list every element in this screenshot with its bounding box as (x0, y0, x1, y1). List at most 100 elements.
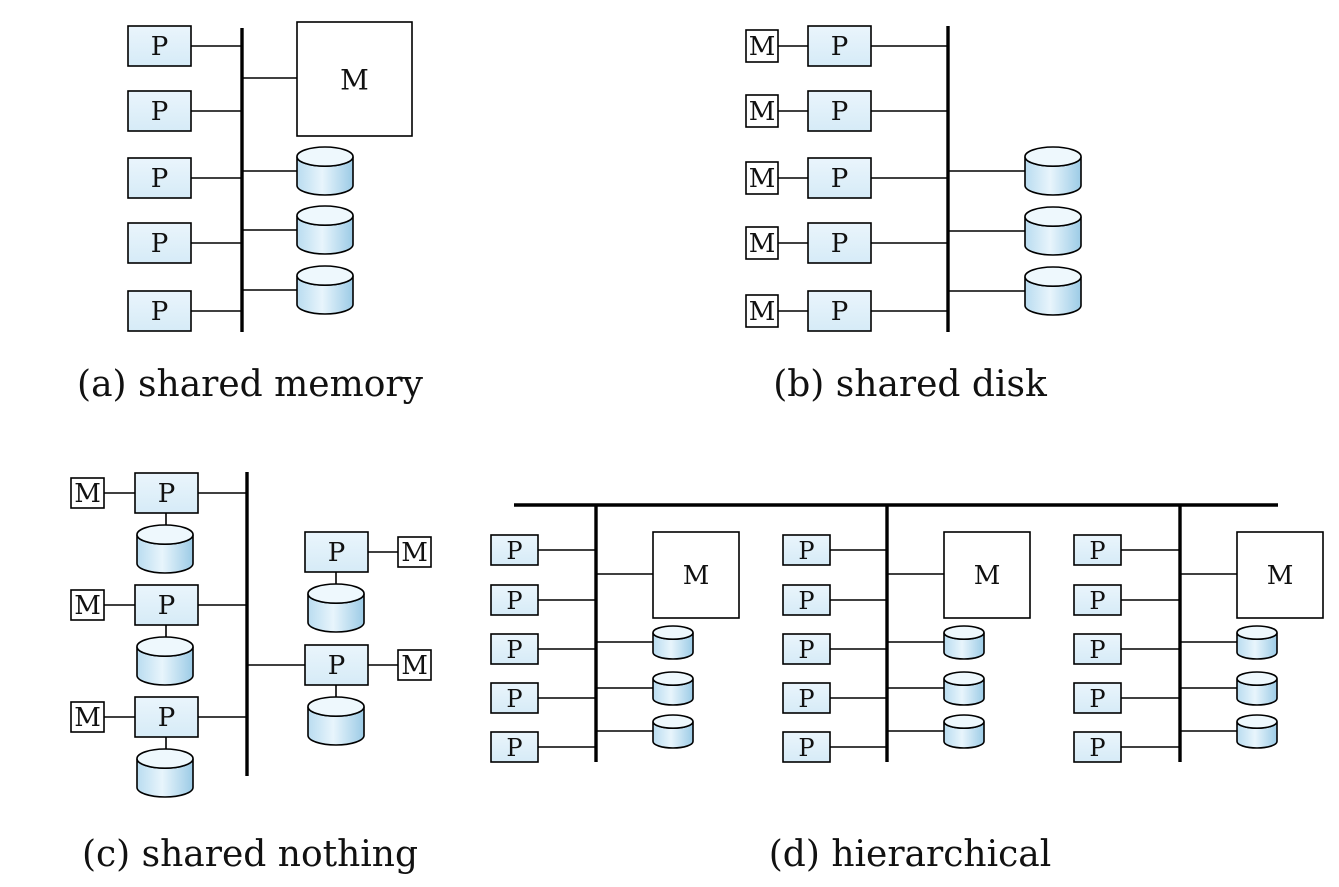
processor-label: P (151, 32, 169, 62)
memory-box (745, 29, 779, 63)
processor-box (1073, 633, 1122, 665)
processor-label: P (151, 229, 169, 259)
processor-box (807, 90, 872, 132)
disk-top (296, 205, 354, 227)
processor-label: P (1089, 636, 1105, 664)
processor-label: P (831, 164, 849, 194)
memory-node: M (1236, 531, 1324, 619)
disk-top (136, 636, 194, 658)
processor-box (782, 682, 831, 714)
disk-icon (136, 636, 194, 686)
processor-node: P (782, 584, 831, 616)
memory-box (397, 536, 432, 568)
processor-node: P (134, 584, 199, 626)
disk-top (1236, 671, 1278, 686)
processor-box (490, 731, 539, 763)
processor-node: P (490, 731, 539, 763)
memory-node: M (397, 649, 432, 681)
processor-label: P (1089, 587, 1105, 615)
processor-node: P (127, 157, 192, 199)
memory-node: M (296, 21, 413, 137)
disk-icon (136, 524, 194, 574)
disk-top (1236, 625, 1278, 640)
processor-box (782, 534, 831, 566)
disk-top (943, 671, 985, 686)
processor-node: P (807, 25, 872, 67)
caption-shared-nothing: (c) shared nothing (82, 834, 418, 875)
processor-node: P (782, 682, 831, 714)
disk-icon (296, 146, 354, 196)
memory-node: M (745, 294, 779, 328)
processor-box (490, 584, 539, 616)
memory-node: M (397, 536, 432, 568)
memory-box (745, 226, 779, 260)
processor-node: P (782, 534, 831, 566)
caption-shared-memory: (a) shared memory (77, 364, 424, 405)
processor-node: P (490, 633, 539, 665)
processor-node: P (127, 90, 192, 132)
disk-icon (296, 205, 354, 255)
disk-top (652, 714, 694, 729)
processor-node: P (304, 644, 369, 686)
disk-icon (943, 714, 985, 749)
disk-icon (1236, 625, 1278, 660)
processor-node: P (304, 531, 369, 573)
disk-icon (943, 625, 985, 660)
memory-label: M (340, 64, 369, 97)
processor-box (1073, 731, 1122, 763)
processor-node: P (134, 696, 199, 738)
memory-node: M (652, 531, 740, 619)
memory-node: M (70, 701, 105, 733)
memory-label: M (1267, 561, 1294, 591)
memory-node: M (745, 161, 779, 195)
processor-label: P (158, 591, 176, 621)
processor-box (1073, 534, 1122, 566)
disk-top (1024, 146, 1082, 168)
disk-icon (1024, 266, 1082, 316)
processor-node: P (1073, 534, 1122, 566)
processor-label: P (506, 537, 522, 565)
memory-label: M (401, 651, 428, 681)
memory-label: M (749, 229, 776, 259)
memory-box (745, 161, 779, 195)
processor-label: P (798, 734, 814, 762)
processor-label: P (506, 734, 522, 762)
memory-box (652, 531, 740, 619)
disk-top (943, 625, 985, 640)
memory-label: M (74, 479, 101, 509)
processor-node: P (807, 290, 872, 332)
processor-node: P (1073, 633, 1122, 665)
processor-label: P (151, 97, 169, 127)
memory-box (745, 294, 779, 328)
processor-node: P (782, 633, 831, 665)
memory-node: M (943, 531, 1031, 619)
memory-box (70, 477, 105, 509)
memory-label: M (749, 297, 776, 327)
processor-label: P (158, 703, 176, 733)
processor-node: P (1073, 682, 1122, 714)
memory-node: M (745, 226, 779, 260)
processor-box (782, 633, 831, 665)
processor-node: P (127, 222, 192, 264)
disk-top (307, 583, 365, 605)
disk-top (136, 748, 194, 770)
disk-top (652, 625, 694, 640)
processor-node: P (1073, 584, 1122, 616)
disk-icon (1236, 714, 1278, 749)
disk-top (1024, 266, 1082, 288)
memory-label: M (749, 32, 776, 62)
processor-label: P (798, 587, 814, 615)
processor-node: P (127, 25, 192, 67)
caption-hierarchical: (d) hierarchical (769, 834, 1051, 875)
disk-top (307, 696, 365, 718)
processor-node: P (807, 157, 872, 199)
disk-icon (652, 714, 694, 749)
disk-icon (1024, 206, 1082, 256)
memory-node: M (70, 477, 105, 509)
processor-label: P (831, 297, 849, 327)
processor-box (807, 290, 872, 332)
memory-box (397, 649, 432, 681)
